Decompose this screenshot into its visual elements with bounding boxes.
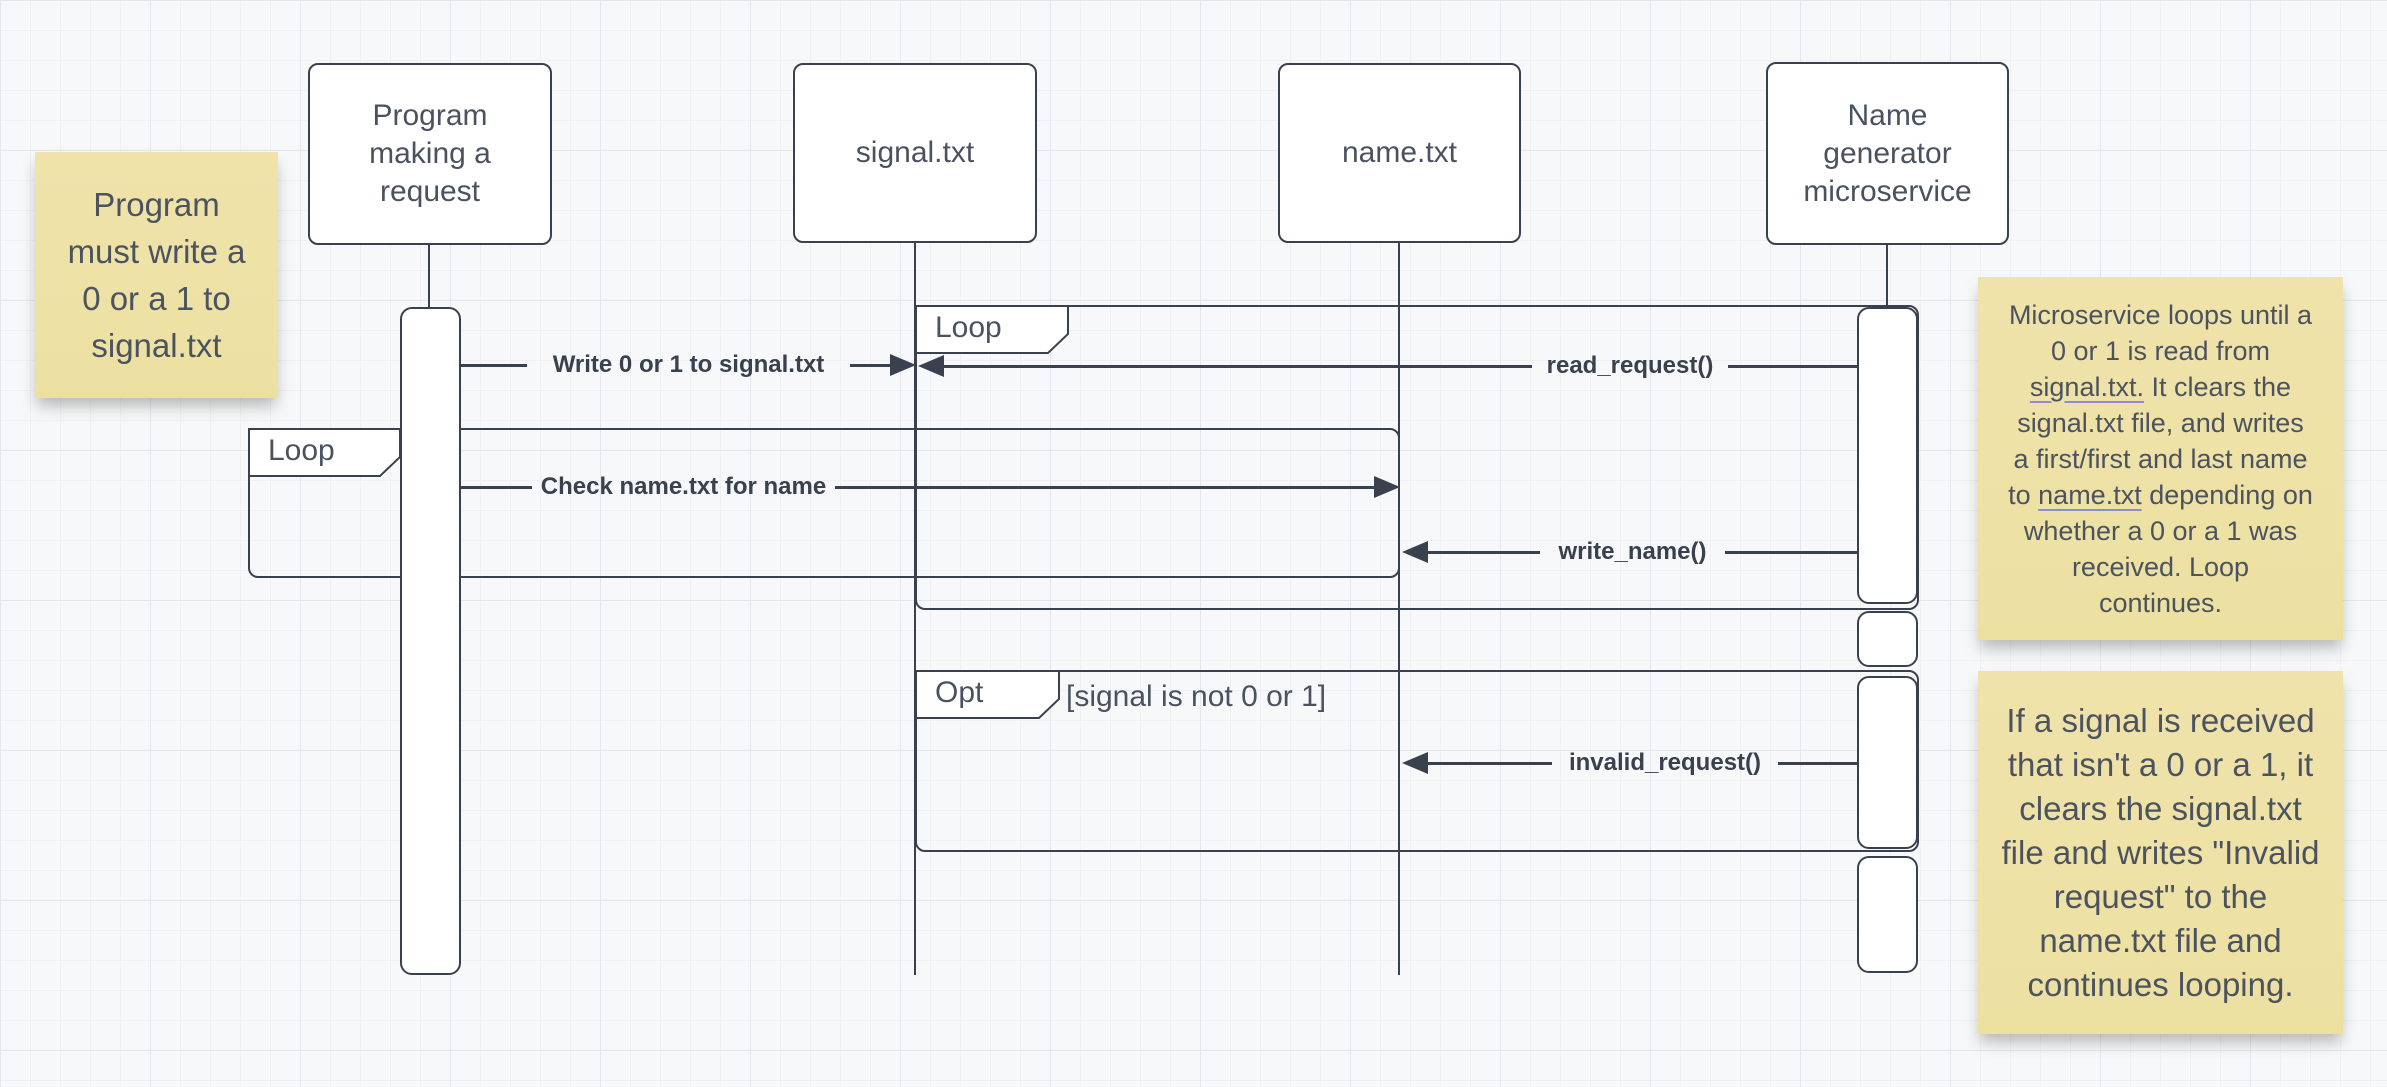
sticky-note-right-top-text: Microservice loops until a 0 or 1 is rea…	[2008, 297, 2313, 621]
message-label: Check name.txt for name	[540, 473, 827, 500]
actor-signal-label: signal.txt	[855, 136, 975, 169]
arrowhead-right-icon	[890, 354, 916, 376]
message-line	[850, 364, 892, 367]
fragment-tag-pentagon-icon	[915, 670, 1060, 719]
sticky-note-right-bottom-text: If a signal is received that isn't a 0 o…	[2001, 701, 2320, 1003]
activation-bar-microservice-3[interactable]	[1857, 676, 1918, 849]
fragment-tag-pentagon-icon	[915, 305, 1069, 354]
actor-signal-txt[interactable]: signal.txt	[793, 63, 1037, 243]
fragment-loop-inner-tag: Loop	[248, 428, 401, 477]
message-line	[1728, 365, 1857, 368]
lifeline-signal-txt	[914, 243, 916, 975]
message-line	[1426, 551, 1540, 554]
actor-name-label: name.txt	[1341, 136, 1458, 169]
activation-bar-microservice-1[interactable]	[1857, 307, 1918, 604]
activation-bar-microservice-4[interactable]	[1857, 856, 1918, 973]
message-line	[1778, 762, 1857, 765]
message-line	[1426, 762, 1552, 765]
fragment-loop-outer[interactable]	[915, 305, 1919, 610]
fragment-opt[interactable]	[915, 670, 1919, 852]
actor-program-making-request[interactable]: Program making a request	[308, 63, 552, 245]
activation-bar-program[interactable]	[400, 307, 461, 975]
actor-program-label: Program making a request	[369, 99, 491, 208]
message-label: invalid_request()	[1568, 749, 1762, 776]
message-line	[461, 364, 527, 367]
fragment-loop-outer-tag: Loop	[915, 305, 1069, 354]
fragment-opt-tag: Opt	[915, 670, 1060, 719]
actor-name-txt[interactable]: name.txt	[1278, 63, 1521, 243]
fragment-loop-outer-label: Loop	[935, 311, 1002, 344]
note-link-signal-txt: signal.txt.	[2029, 371, 2144, 402]
actor-microservice-label: Name generator microservice	[1803, 98, 1972, 208]
fragment-opt-guard: [signal is not 0 or 1]	[1066, 680, 1327, 713]
arrowhead-left-icon	[918, 355, 944, 377]
arrowhead-right-icon	[1374, 476, 1400, 498]
fragment-loop-inner-label: Loop	[268, 434, 335, 467]
actor-name-generator-microservice[interactable]: Name generator microservice	[1766, 62, 2009, 245]
message-label: read_request()	[1546, 352, 1714, 379]
fragment-loop-inner[interactable]	[248, 428, 1400, 578]
message-line	[942, 365, 1532, 368]
arrowhead-left-icon	[1402, 752, 1428, 774]
sticky-note-left[interactable]: Program must write a 0 or a 1 to signal.…	[35, 152, 278, 398]
message-line	[461, 486, 532, 489]
arrowhead-left-icon	[1402, 541, 1428, 563]
sticky-note-right-bottom[interactable]: If a signal is received that isn't a 0 o…	[1978, 671, 2343, 1034]
message-label: write_name()	[1558, 538, 1707, 565]
sticky-note-right-top[interactable]: Microservice loops until a 0 or 1 is rea…	[1978, 277, 2343, 640]
fragment-opt-label: Opt	[935, 676, 984, 709]
note-text-segment: Microservice loops until a 0 or 1 is rea…	[2008, 299, 2313, 366]
message-line	[835, 486, 1378, 489]
note-text-segment: It clears the signal.txt file, and write…	[2008, 371, 2308, 510]
sticky-note-left-text: Program must write a 0 or a 1 to signal.…	[67, 186, 246, 364]
fragment-tag-pentagon-icon	[248, 428, 401, 477]
note-text-segment: depending on whether a 0 or a 1 was rece…	[2023, 479, 2313, 618]
activation-bar-microservice-2[interactable]	[1857, 611, 1918, 667]
message-line	[1725, 551, 1857, 554]
message-label: Write 0 or 1 to signal.txt	[552, 351, 825, 378]
lifeline-microservice	[1886, 245, 1888, 308]
lifeline-program	[428, 245, 430, 308]
note-link-name-txt: name.txt	[2038, 479, 2142, 510]
